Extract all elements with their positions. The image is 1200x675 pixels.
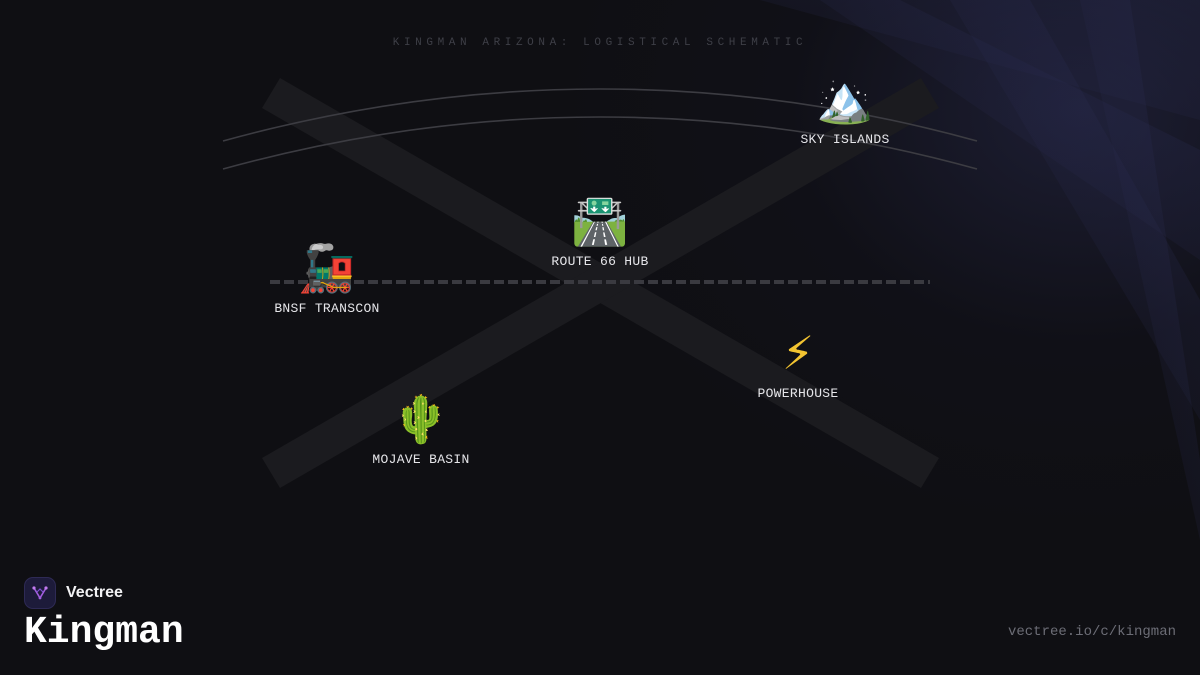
brand[interactable]: Vectree: [24, 577, 123, 609]
highway-icon: 🛣️: [571, 194, 629, 248]
upper-arc: [222, 88, 978, 142]
schematic-title: KINGMAN ARIZONA: LOGISTICAL SCHEMATIC: [392, 37, 808, 49]
node-bnsf-transcon[interactable]: 🚂 BNSF TRANSCON: [227, 241, 427, 316]
locomotive-icon: 🚂: [298, 241, 356, 295]
node-route-66-hub[interactable]: 🛣️ ROUTE 66 HUB: [500, 194, 700, 269]
vectree-logo-icon: [24, 577, 56, 609]
node-mojave-basin[interactable]: 🌵 MOJAVE BASIN: [321, 392, 521, 467]
cactus-icon: 🌵: [392, 392, 450, 446]
page-url[interactable]: vectree.io/c/kingman: [1007, 624, 1176, 640]
place-title: Kingman: [24, 611, 184, 654]
node-sky-islands[interactable]: 🏔️ SKY ISLANDS: [745, 72, 945, 147]
node-label: MOJAVE BASIN: [372, 452, 470, 467]
node-label: SKY ISLANDS: [800, 132, 890, 147]
node-label: BNSF TRANSCON: [274, 301, 380, 316]
brand-name: Vectree: [66, 584, 123, 601]
node-powerhouse[interactable]: ⚡ POWERHOUSE: [698, 326, 898, 401]
lightning-icon: ⚡: [781, 326, 815, 380]
mountain-icon: 🏔️: [816, 72, 874, 126]
node-label: ROUTE 66 HUB: [551, 254, 649, 269]
node-label: POWERHOUSE: [757, 386, 839, 401]
lower-arc: [222, 116, 978, 170]
